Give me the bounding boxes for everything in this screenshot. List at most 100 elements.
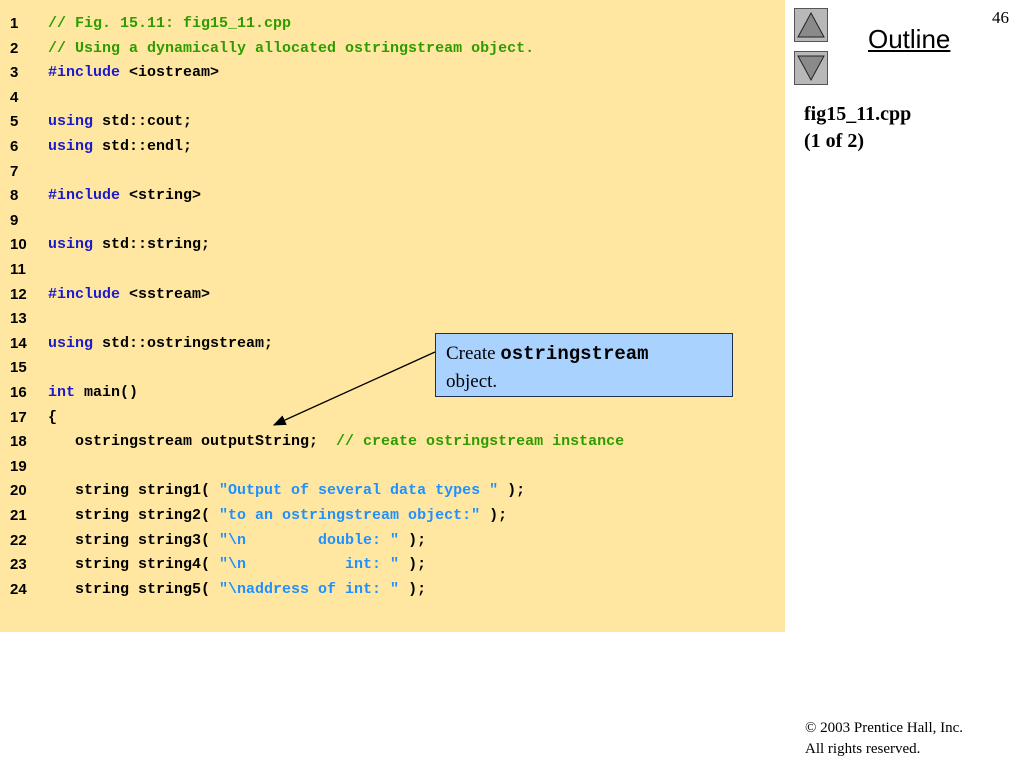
line-number: 1 [10, 15, 19, 32]
code-line: 7 [0, 160, 785, 184]
line-number: 18 [10, 433, 27, 451]
code-listing-panel: 1 // Fig. 15.11: fig15_11.cpp 2 // Using a … [0, 0, 785, 632]
code-line: 6 using std::endl; [0, 135, 785, 159]
line-number: 4 [10, 88, 19, 106]
code-line: 1 // Fig. 15.11: fig15_11.cpp [0, 12, 785, 36]
code-text: // Using a dynamically allocated ostring… [48, 37, 534, 61]
code-token: #include [48, 285, 121, 303]
code-text: using std::endl; [48, 135, 192, 159]
line-number: 3 [10, 64, 19, 82]
code-token: ); [498, 482, 526, 500]
code-line: 17 { [0, 406, 785, 430]
code-text: #include <sstream> [48, 283, 210, 307]
line-number: 9 [10, 211, 19, 229]
code-token: ostringstream outputString; [48, 433, 337, 451]
code-token: // Using a dynamically allocated ostring… [48, 39, 535, 57]
code-token: "Output of several data types " [219, 482, 499, 500]
outline-link[interactable]: Outline [868, 24, 951, 54]
code-text: string string3( "\n double: " ); [48, 529, 426, 553]
code-token: string string4( [48, 556, 220, 574]
code-text: #include <iostream> [48, 61, 219, 85]
triangle-up-icon [797, 11, 825, 38]
line-number: 20 [10, 482, 27, 500]
line-number: 5 [10, 113, 19, 131]
code-token: <string> [120, 187, 202, 205]
code-line: 15 [0, 356, 785, 380]
code-token: std::endl; [93, 138, 193, 155]
previous-slide-button[interactable] [794, 8, 828, 42]
code-line: 13 [0, 307, 785, 331]
code-text: #include <string> [48, 184, 201, 208]
callout-suffix: object. [446, 371, 498, 392]
code-text: string string1( "Output of several data … [48, 479, 525, 503]
code-token: ); [399, 580, 427, 598]
line-number: 24 [10, 580, 27, 598]
next-slide-button[interactable] [794, 51, 828, 85]
code-token: ); [399, 556, 427, 574]
code-line: 18 ostringstream outputString; // create… [0, 430, 785, 454]
callout-code: ostringstream [500, 343, 649, 365]
copyright-line-1: © 2003 Prentice Hall, Inc. [805, 720, 964, 736]
code-text: string string5( "\naddress of int: " ); [48, 578, 426, 602]
code-text: string string4( "\n int: " ); [48, 553, 426, 577]
code-text: int main() [48, 381, 138, 405]
line-number: 2 [10, 39, 19, 57]
line-number: 14 [10, 334, 27, 352]
line-number: 22 [10, 531, 27, 549]
code-line: 14 using std::ostringstream; [0, 332, 785, 356]
code-token: std::string; [93, 236, 211, 254]
code-line: 22 string string3( "\n double: " ); [0, 529, 785, 553]
code-line: 2 // Using a dynamically allocated ostrin… [0, 37, 785, 61]
code-text: // Fig. 15.11: fig15_11.cpp [48, 12, 291, 36]
code-token: string string1( [48, 482, 220, 500]
line-number: 23 [10, 556, 27, 574]
code-token: ); [399, 531, 427, 549]
page-number: 46 [992, 8, 1009, 27]
code-text: { [48, 406, 57, 430]
copyright-line-2: All rights reserved. [805, 741, 921, 757]
line-number: 11 [10, 261, 26, 278]
code-token: string string5( [48, 580, 220, 598]
code-token: "to an ostringstream object:" [219, 507, 481, 524]
code-token: main() [75, 384, 139, 401]
file-name: fig15_11.cpp [804, 103, 912, 125]
line-number: 10 [10, 236, 27, 254]
line-number: 12 [10, 285, 27, 303]
code-token: <iostream> [120, 64, 220, 82]
code-token: #include [48, 64, 121, 82]
line-number: 6 [10, 138, 19, 155]
line-number: 17 [10, 408, 27, 426]
code-token: int [48, 384, 76, 401]
code-text: using std::ostringstream; [48, 332, 273, 356]
line-number: 19 [10, 457, 27, 475]
code-token: "\naddress of int: " [219, 580, 400, 598]
code-text: using std::string; [48, 233, 210, 257]
code-line: 21 string string2( "to an ostringstream … [0, 504, 785, 528]
code-token: // create ostringstream instance [336, 433, 625, 451]
code-line: 16 int main() [0, 381, 785, 405]
code-line: 12 #include <sstream> [0, 283, 785, 307]
code-line: 9 [0, 209, 785, 233]
line-number: 16 [10, 384, 27, 401]
file-title: fig15_11.cpp (1 of 2) [804, 101, 911, 155]
file-part: (1 of 2) [804, 130, 864, 152]
code-token: // Fig. 15.11: fig15_11.cpp [48, 15, 292, 32]
line-number: 15 [10, 359, 27, 377]
code-text: using std::cout; [48, 110, 192, 134]
code-token: using [48, 236, 94, 254]
code-token: using [48, 113, 94, 131]
line-number: 21 [10, 507, 27, 524]
code-token: ); [480, 507, 508, 524]
line-number: 8 [10, 187, 19, 205]
code-token: std::cout; [93, 113, 193, 131]
code-token: <sstream> [120, 285, 211, 303]
code-text: string string2( "to an ostringstream obj… [48, 504, 507, 528]
code-token: using [48, 334, 94, 352]
line-number: 7 [10, 162, 19, 180]
annotation-callout: Create ostringstream object. [435, 333, 733, 397]
code-line: 8 #include <string> [0, 184, 785, 208]
line-number: 13 [10, 310, 27, 328]
code-line: 3 #include <iostream> [0, 61, 785, 85]
code-token: "\n double: " [219, 531, 400, 549]
code-line: 23 string string4( "\n int: " ); [0, 553, 785, 577]
